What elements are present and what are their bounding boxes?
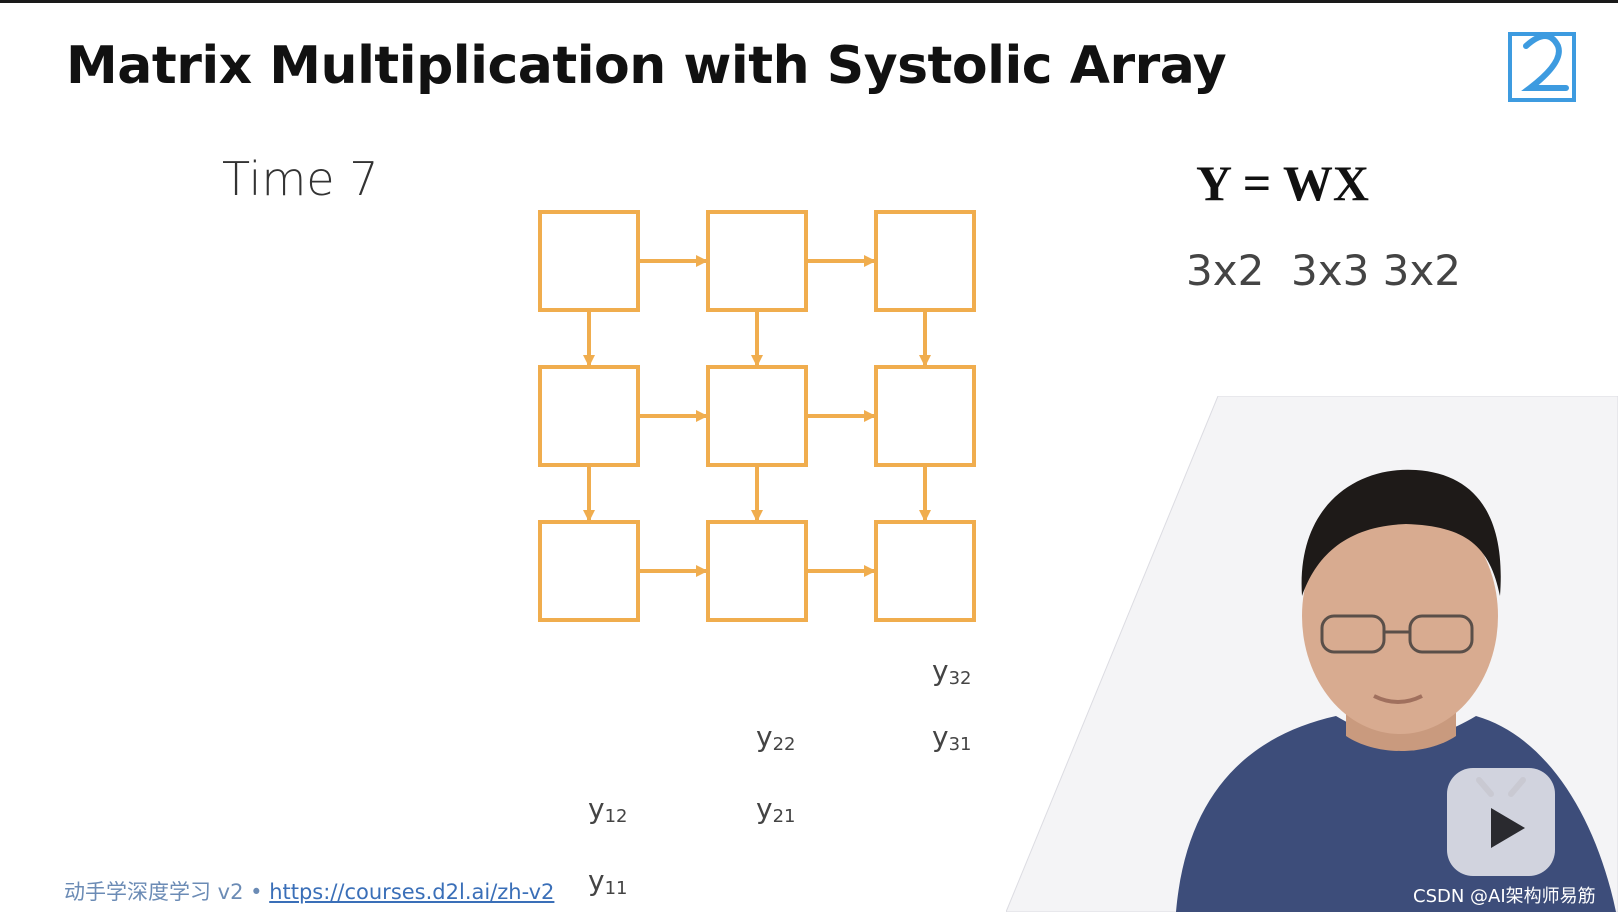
footer: 动手学深度学习 v2 • https://courses.d2l.ai/zh-v…: [64, 876, 554, 906]
top-rule: [0, 0, 1618, 3]
output-y22: y22: [756, 720, 796, 755]
pe-cell-1-1: [538, 210, 640, 312]
d2l-logo-icon: [1508, 32, 1576, 102]
output-y12: y12: [588, 792, 628, 827]
pe-cell-1-3: [874, 210, 976, 312]
pe-cell-3-1: [538, 520, 640, 622]
pe-cell-2-1: [538, 365, 640, 467]
equation: Y = WX: [1196, 155, 1369, 211]
pe-cell-1-2: [706, 210, 808, 312]
time-label: Time 7: [222, 152, 379, 206]
output-y32: y32: [932, 654, 972, 689]
play-button[interactable]: [1447, 768, 1555, 876]
play-icon: [1476, 777, 1526, 848]
pe-cell-3-2: [706, 520, 808, 622]
footer-link[interactable]: https://courses.d2l.ai/zh-v2: [269, 880, 555, 904]
output-y31: y31: [932, 720, 972, 755]
pe-cell-3-3: [874, 520, 976, 622]
slide-title: Matrix Multiplication with Systolic Arra…: [66, 36, 1227, 96]
output-y11: y11: [588, 864, 628, 899]
csdn-watermark: CSDN @AI架构师易筋: [1413, 886, 1596, 907]
pe-cell-2-2: [706, 365, 808, 467]
output-y21: y21: [756, 792, 796, 827]
footer-course-name: 动手学深度学习 v2 •: [64, 880, 270, 904]
matrix-dimensions: 3x2 3x3 3x2: [1186, 246, 1461, 295]
pe-cell-2-3: [874, 365, 976, 467]
